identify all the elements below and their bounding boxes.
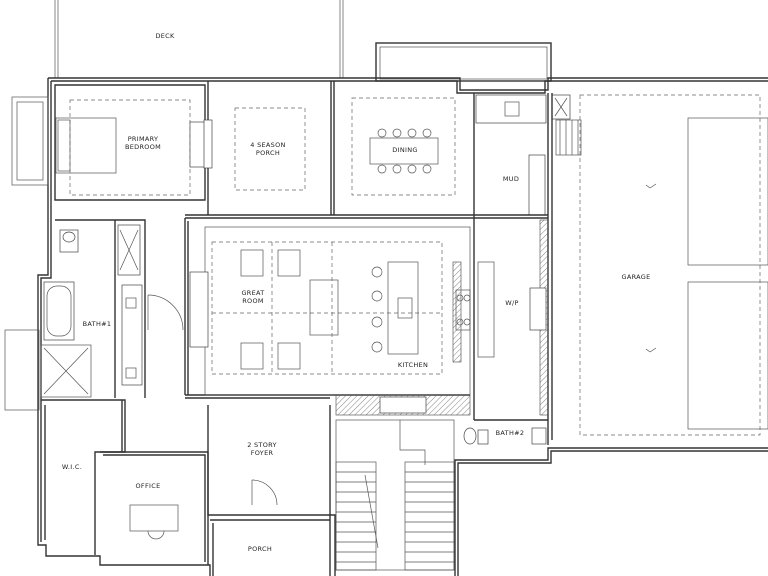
office-label: OFFICE: [136, 482, 161, 490]
foyer: [207, 405, 331, 516]
left-stoop: [4, 96, 49, 411]
walk-in-pantry: [529, 219, 549, 416]
great-room-label-1: GREAT: [241, 289, 264, 297]
garage: [551, 93, 768, 440]
foyer-label-1: 2 STORY: [247, 441, 277, 449]
bath1-label: BATH#1: [83, 320, 112, 328]
stair-treads: [336, 471, 454, 563]
deck-area: [54, 0, 344, 78]
kitchen: [335, 261, 495, 416]
wic-label: W.I.C.: [62, 463, 82, 471]
kitchen-label: KITCHEN: [398, 361, 428, 369]
mud-room: [473, 93, 582, 445]
interior-walls: [184, 214, 548, 399]
mud-label: MUD: [503, 175, 519, 183]
front-porch: [210, 519, 330, 576]
dining-chairs: [377, 128, 432, 174]
balcony: [375, 42, 552, 82]
dining-room: [333, 81, 456, 215]
bath2-label: BATH#2: [496, 429, 525, 437]
primary-bedroom-label-2: BEDROOM: [125, 143, 161, 151]
wip-label: W/P: [505, 299, 518, 307]
garage-label: GARAGE: [621, 273, 650, 281]
bath-1: [40, 219, 184, 398]
office: [100, 451, 209, 565]
exterior-walls: [37, 77, 768, 576]
season-porch: [203, 81, 332, 215]
season-porch-label-2: PORCH: [256, 149, 280, 157]
bath-2: [463, 419, 548, 445]
porch-label: PORCH: [248, 545, 272, 553]
deck-label: DECK: [155, 32, 175, 40]
stairs: [335, 419, 455, 571]
dining-label: DINING: [392, 146, 417, 154]
walk-in-closet: [41, 399, 126, 555]
great-room: [189, 226, 471, 396]
great-room-label-2: ROOM: [242, 297, 264, 305]
foyer-label-2: FOYER: [251, 449, 274, 457]
room-labels: DECK PRIMARY BEDROOM 4 SEASON PORCH DINI…: [62, 32, 650, 553]
primary-bedroom-label-1: PRIMARY: [128, 135, 159, 143]
season-porch-label-1: 4 SEASON: [250, 141, 285, 149]
